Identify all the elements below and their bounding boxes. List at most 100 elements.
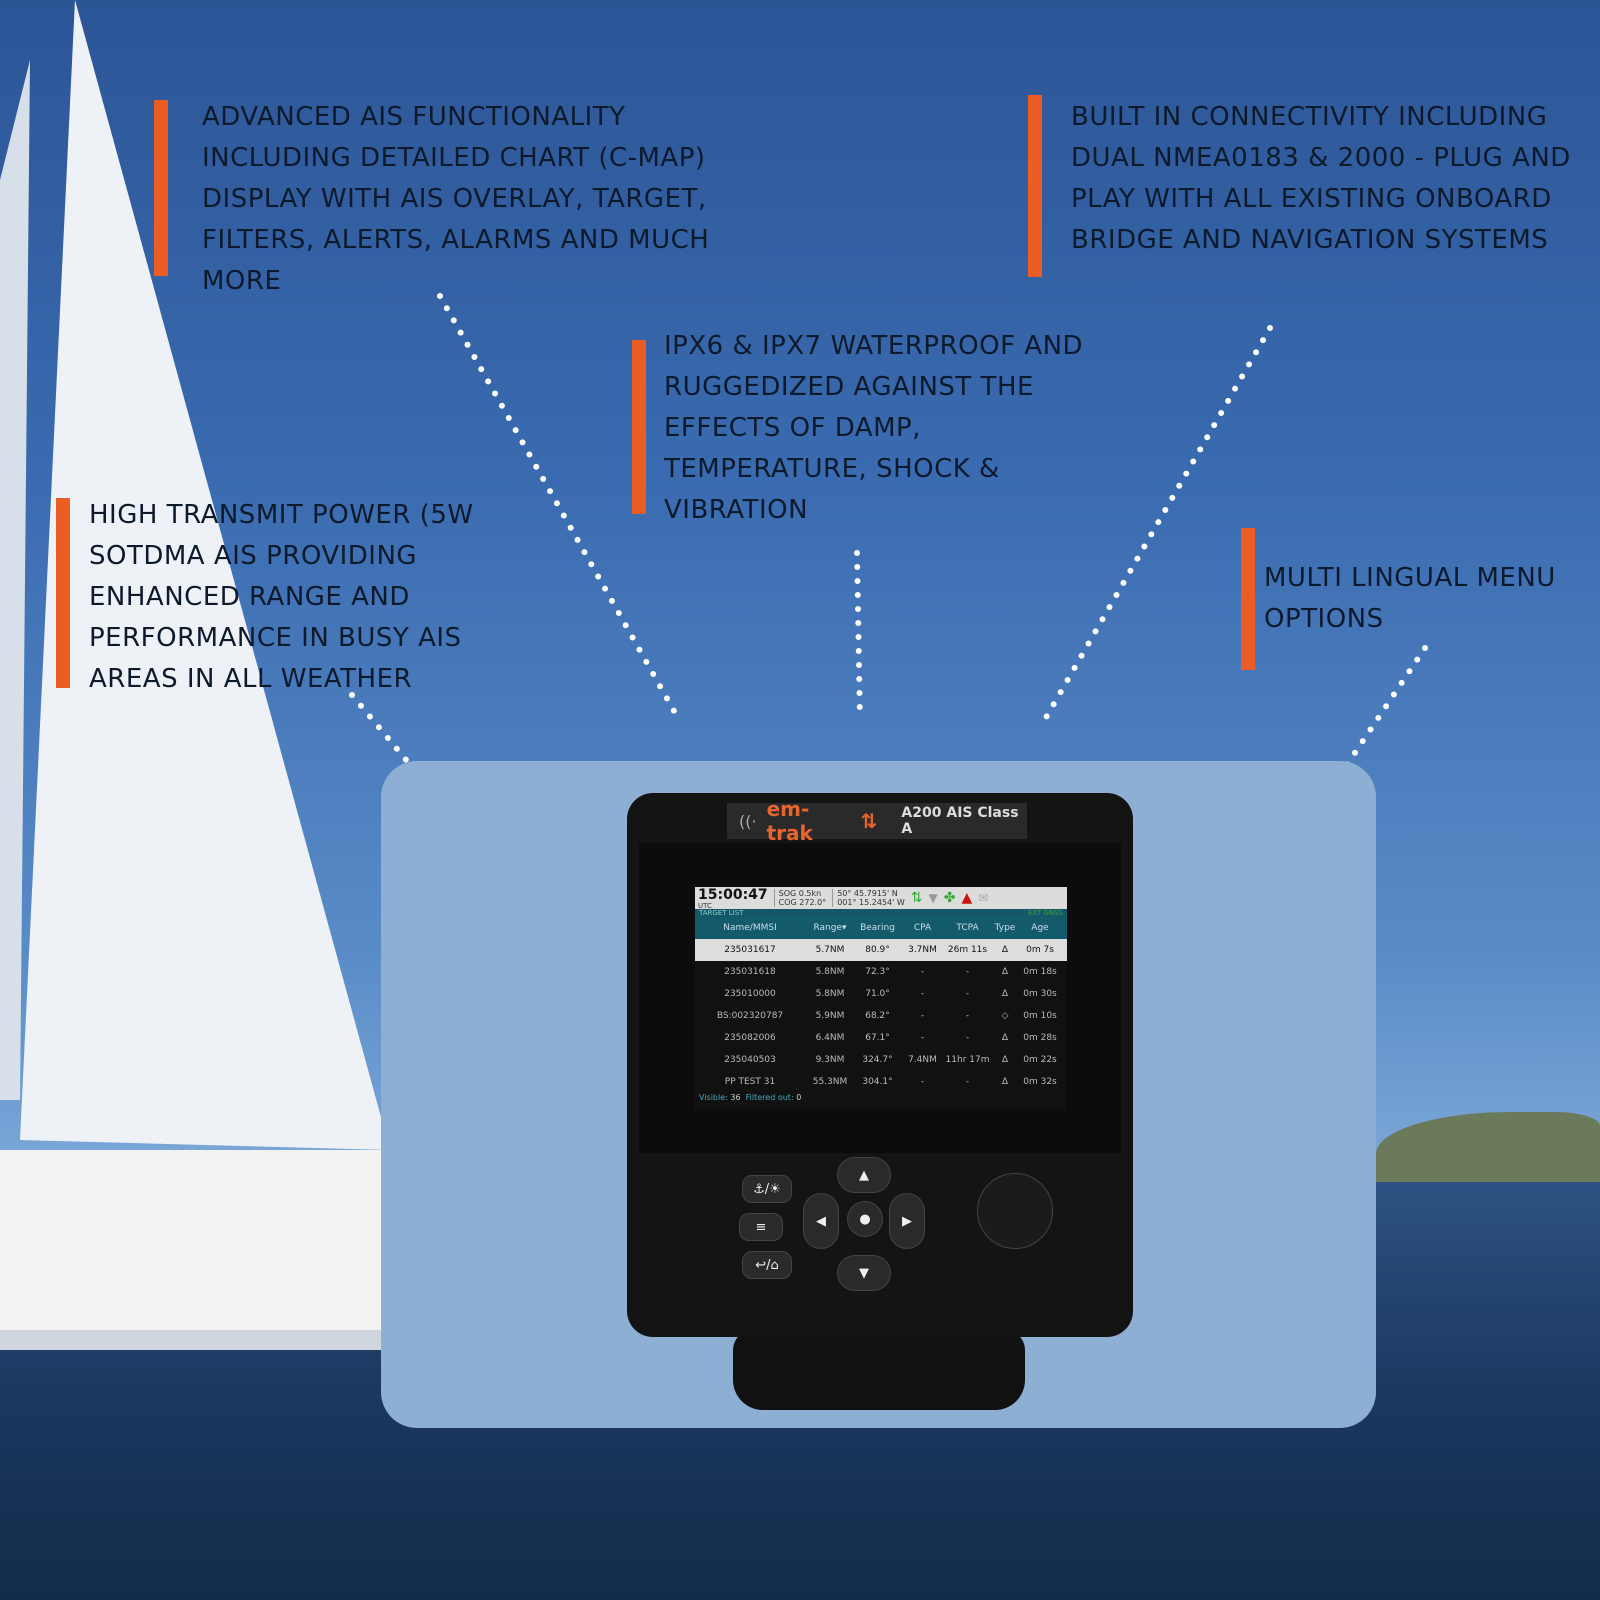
model-name: A200 AIS Class A: [901, 805, 1019, 837]
table-cell: 0m 22s: [1023, 1055, 1057, 1065]
accent-bar: [1028, 95, 1042, 277]
feature-connectivity: Built in connectivity including dual NME…: [1071, 102, 1571, 255]
column-header[interactable]: Bearing: [860, 923, 895, 933]
table-cell: 0m 18s: [1023, 967, 1057, 977]
table-cell: 0m 7s: [1026, 945, 1054, 955]
menu-button[interactable]: ≡: [739, 1213, 783, 1241]
clock: 15:00:47: [698, 887, 768, 903]
table-cell: -: [965, 1033, 970, 1043]
column-header[interactable]: TCPA: [956, 923, 979, 933]
table-cell: 5.8NM: [815, 989, 845, 999]
table-cell: 3.7NM: [908, 945, 937, 955]
longitude: 001° 15.2454' W: [837, 898, 905, 907]
table-cell: 5.8NM: [815, 967, 845, 977]
table-cell: 9.3NM: [815, 1055, 845, 1065]
feature-power: High transmit power (5W SOTDMA AIS provi…: [89, 500, 474, 694]
table-cell: PP TEST 31: [724, 1077, 776, 1087]
table-cell: Δ: [1001, 945, 1009, 955]
left-button[interactable]: ◀: [803, 1193, 839, 1249]
right-button[interactable]: ▶: [889, 1193, 925, 1249]
brand-name: em-trak: [766, 797, 813, 845]
table-cell: 26m 11s: [947, 945, 988, 955]
visible-label: Visible:: [699, 1093, 728, 1102]
table-cell: 71.0°: [865, 989, 890, 999]
island: [1376, 1112, 1600, 1182]
anchor-night-button[interactable]: ⚓/☀: [742, 1175, 792, 1203]
column-header[interactable]: CPA: [913, 923, 932, 933]
filtered-count: 0: [796, 1093, 802, 1102]
filter-icon: ▼: [928, 891, 938, 905]
table-cell: -: [920, 1077, 925, 1087]
latitude: 50° 45.7915' N: [837, 889, 898, 898]
rotary-knob[interactable]: [977, 1173, 1053, 1249]
fan-icon: ✤: [943, 890, 956, 906]
device-logo: ((· em-trak ⇅ A200 AIS Class A: [727, 797, 1027, 845]
accent-bar: [56, 498, 70, 688]
ok-button[interactable]: ●: [847, 1201, 883, 1237]
table-cell: 6.4NM: [815, 1033, 845, 1043]
table-cell: BS:002320787: [716, 1011, 784, 1021]
table-cell: Δ: [1001, 967, 1009, 977]
table-cell: 0m 10s: [1023, 1011, 1057, 1021]
section-title: TARGET LIST: [699, 909, 744, 917]
table-cell: -: [965, 1011, 970, 1021]
alarm-icon: ▲: [961, 890, 973, 906]
table-cell: 304.1°: [862, 1077, 893, 1087]
column-header[interactable]: Type: [994, 923, 1016, 933]
table-cell: -: [920, 989, 925, 999]
table-cell: 0m 28s: [1023, 1033, 1057, 1043]
table-cell: 235031617: [724, 945, 776, 955]
table-cell: 5.7NM: [815, 945, 845, 955]
table-cell: 235031618: [724, 967, 776, 977]
table-cell: Δ: [1001, 989, 1009, 999]
table-cell: -: [920, 967, 925, 977]
column-header[interactable]: Age: [1031, 923, 1049, 933]
table-cell: 235082006: [724, 1033, 776, 1043]
table-cell: 324.7°: [862, 1055, 893, 1065]
sog: SOG 0.5kn: [778, 889, 822, 898]
feature-waterproof: IPX6 & IPX7 waterproof and ruggedized ag…: [664, 331, 1084, 525]
sailboat-illustration: [0, 0, 390, 1350]
back-home-button[interactable]: ↩/⌂: [742, 1251, 792, 1279]
table-cell: 55.3NM: [812, 1077, 848, 1087]
logo-arrows-icon: ⇅: [860, 809, 878, 833]
table-header: Name/MMSI Range▾ Bearing CPA TCPA Type Age: [695, 917, 1067, 939]
column-header[interactable]: Range▾: [813, 923, 847, 933]
down-button[interactable]: ▼: [837, 1255, 891, 1291]
table-cell: -: [965, 1077, 970, 1087]
device-mount: [733, 1330, 1025, 1410]
table-row[interactable]: 235031617 5.7NM 80.9° 3.7NM 26m 11s Δ 0m 7s: [695, 939, 1067, 961]
table-cell: -: [965, 967, 970, 977]
column-header[interactable]: Name/MMSI: [723, 923, 777, 933]
visible-count: 36: [730, 1093, 741, 1102]
table-cell: Δ: [1001, 1055, 1009, 1065]
up-button[interactable]: ▲: [837, 1157, 891, 1193]
summary: Visible: 36 Filtered out: 0: [695, 1093, 1067, 1102]
accent-bar: [632, 340, 646, 514]
cog: COG 272.0°: [778, 898, 827, 907]
timezone: UTC: [698, 902, 712, 910]
table-cell: 67.1°: [865, 1033, 890, 1043]
table-row[interactable]: 235082006 6.4NM 67.1° - - Δ 0m 28s: [695, 1027, 1067, 1049]
table-cell: 80.9°: [865, 945, 890, 955]
table-cell: 11hr 17m: [945, 1055, 990, 1065]
table-cell: Δ: [1001, 1033, 1009, 1043]
message-icon: ✉: [978, 891, 989, 905]
table-cell: -: [920, 1033, 925, 1043]
accent-bar: [154, 100, 168, 276]
table-cell: 0m 32s: [1023, 1077, 1057, 1087]
keypad: ⚓/☀ ≡ ↩/⌂ ▲ ▼ ◀ ▶ ●: [627, 1157, 1133, 1337]
table-cell: 7.4NM: [908, 1055, 937, 1065]
table-cell: 72.3°: [865, 967, 890, 977]
table-row[interactable]: 235031618 5.8NM 72.3° - - Δ 0m 18s: [695, 961, 1067, 983]
table-cell: 0m 30s: [1023, 989, 1057, 999]
